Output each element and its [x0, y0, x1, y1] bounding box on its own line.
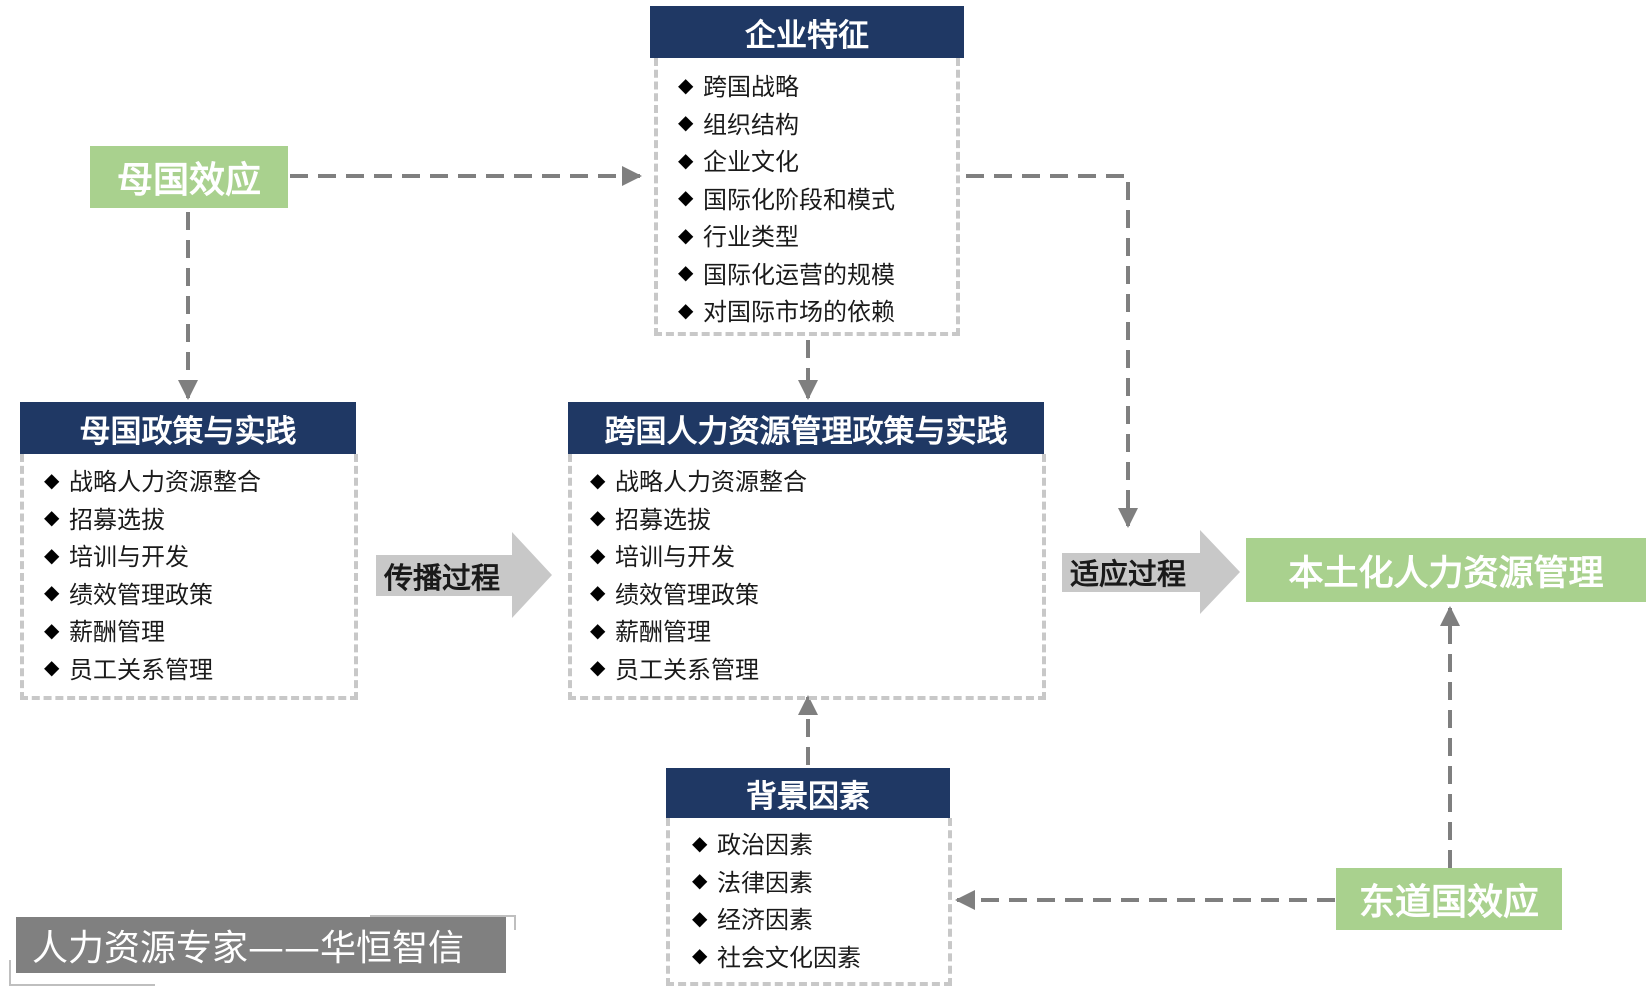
- mnc-policy-body: ◆战略人力资源整合 ◆招募选拔 ◆培训与开发 ◆绩效管理政策 ◆薪酬管理 ◆员工…: [568, 454, 1046, 700]
- diamond-bullet-icon: ◆: [678, 147, 694, 172]
- list-item: ◆法律因素: [692, 868, 813, 897]
- list-item: ◆战略人力资源整合: [590, 467, 807, 497]
- list-item: ◆行业类型: [678, 222, 799, 252]
- diamond-bullet-icon: ◆: [44, 580, 60, 605]
- list-item: ◆招募选拔: [590, 505, 711, 534]
- diamond-bullet-icon: ◆: [44, 655, 60, 680]
- diamond-bullet-icon: ◆: [678, 72, 694, 97]
- mnc-policy-box: 跨国人力资源管理政策与实践 ◆战略人力资源整合 ◆招募选拔 ◆培训与开发 ◆绩效…: [568, 402, 1046, 700]
- diamond-bullet-icon: ◆: [678, 110, 694, 135]
- mnc-policy-title: 跨国人力资源管理政策与实践: [568, 402, 1044, 454]
- connector-enterprise-to-adaptation: [966, 174, 1138, 528]
- background-box: 背景因素 ◆政治因素 ◆法律因素 ◆经济因素 ◆社会文化因素: [666, 768, 952, 986]
- list-item: ◆跨国战略: [678, 72, 799, 102]
- diamond-bullet-icon: ◆: [44, 542, 60, 567]
- diamond-bullet-icon: ◆: [692, 905, 708, 930]
- list-item: ◆薪酬管理: [44, 617, 165, 647]
- list-item: ◆国际化运营的规模: [678, 260, 895, 289]
- diffusion-arrow-shape: [376, 532, 552, 618]
- list-item: ◆对国际市场的依赖: [678, 297, 895, 327]
- diamond-bullet-icon: ◆: [44, 505, 60, 530]
- list-item: ◆绩效管理政策: [590, 580, 759, 609]
- list-item: ◆社会文化因素: [692, 943, 861, 972]
- background-body: ◆政治因素 ◆法律因素 ◆经济因素 ◆社会文化因素: [666, 818, 952, 986]
- list-item: ◆培训与开发: [44, 542, 189, 572]
- list-item: ◆政治因素: [692, 830, 813, 860]
- host-effect-label: 东道国效应: [1336, 868, 1562, 930]
- diamond-bullet-icon: ◆: [44, 617, 60, 642]
- diamond-bullet-icon: ◆: [590, 467, 606, 492]
- adaptation-process-label: 适应过程: [1070, 557, 1187, 591]
- list-item: ◆经济因素: [692, 905, 813, 935]
- list-item: ◆员工关系管理: [44, 655, 213, 684]
- enterprise-body: ◆跨国战略 ◆组织结构 ◆企业文化 ◆国际化阶段和模式 ◆行业类型 ◆国际化运营…: [654, 58, 960, 336]
- diamond-bullet-icon: ◆: [692, 943, 708, 968]
- footer-branding: 人力资源专家——华恒智信: [16, 917, 506, 973]
- diamond-bullet-icon: ◆: [590, 617, 606, 642]
- list-item: ◆国际化阶段和模式: [678, 185, 895, 214]
- list-item: ◆战略人力资源整合: [44, 467, 261, 497]
- diamond-bullet-icon: ◆: [590, 542, 606, 567]
- home-policy-title: 母国政策与实践: [20, 402, 356, 454]
- diamond-bullet-icon: ◆: [590, 655, 606, 680]
- diamond-bullet-icon: ◆: [692, 868, 708, 893]
- localized-hrm-label: 本土化人力资源管理: [1246, 538, 1646, 602]
- adaptation-arrow-shape: [1062, 530, 1240, 614]
- home-effect-label: 母国效应: [90, 146, 288, 208]
- diamond-bullet-icon: ◆: [590, 580, 606, 605]
- diffusion-process-label: 传播过程: [384, 561, 501, 595]
- diamond-bullet-icon: ◆: [44, 467, 60, 492]
- list-item: ◆企业文化: [678, 147, 799, 177]
- list-item: ◆员工关系管理: [590, 655, 759, 684]
- diamond-bullet-icon: ◆: [678, 185, 694, 210]
- diamond-bullet-icon: ◆: [678, 260, 694, 285]
- list-item: ◆薪酬管理: [590, 617, 711, 647]
- footer-frame-line: [9, 960, 155, 986]
- enterprise-box: 企业特征 ◆跨国战略 ◆组织结构 ◆企业文化 ◆国际化阶段和模式 ◆行业类型 ◆…: [650, 6, 964, 336]
- enterprise-title: 企业特征: [650, 6, 964, 58]
- diamond-bullet-icon: ◆: [590, 505, 606, 530]
- list-item: ◆组织结构: [678, 110, 799, 139]
- list-item: ◆招募选拔: [44, 505, 165, 534]
- home-policy-box: 母国政策与实践 ◆战略人力资源整合 ◆招募选拔 ◆培训与开发 ◆绩效管理政策 ◆…: [20, 402, 358, 700]
- diamond-bullet-icon: ◆: [692, 830, 708, 855]
- background-title: 背景因素: [666, 768, 950, 818]
- home-policy-body: ◆战略人力资源整合 ◆招募选拔 ◆培训与开发 ◆绩效管理政策 ◆薪酬管理 ◆员工…: [20, 454, 358, 700]
- diamond-bullet-icon: ◆: [678, 297, 694, 322]
- diamond-bullet-icon: ◆: [678, 222, 694, 247]
- list-item: ◆绩效管理政策: [44, 580, 213, 609]
- list-item: ◆培训与开发: [590, 542, 735, 572]
- footer-frame-line-right: [370, 915, 516, 930]
